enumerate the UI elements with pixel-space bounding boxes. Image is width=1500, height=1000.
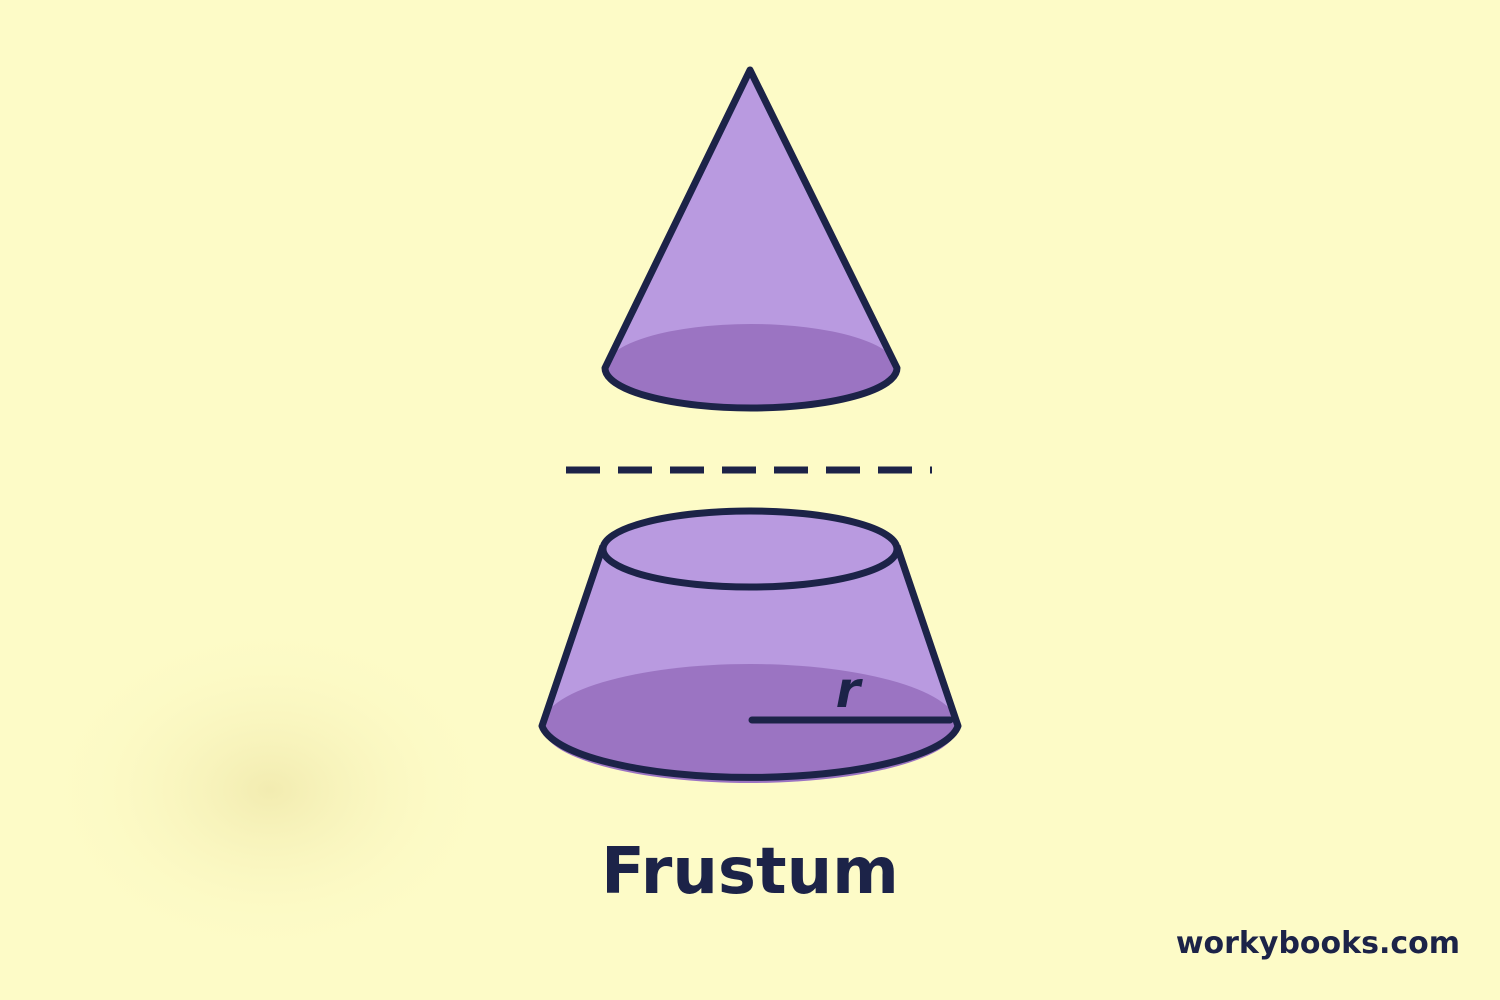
cut-cone-tip — [601, 66, 901, 412]
background-smudge — [40, 620, 500, 960]
frustum-shape: r — [538, 507, 962, 783]
frustum-base-shade — [542, 664, 958, 783]
cone-tip-body — [605, 70, 897, 408]
cone-tip-outline — [601, 66, 901, 412]
frustum-outline — [538, 544, 962, 781]
radius-label: r — [836, 661, 864, 719]
cone-tip-base-shade — [605, 324, 897, 408]
website-link[interactable]: workybooks.com — [1175, 926, 1460, 961]
diagram-title: Frustum — [601, 835, 899, 909]
frustum-top-face — [599, 507, 901, 591]
